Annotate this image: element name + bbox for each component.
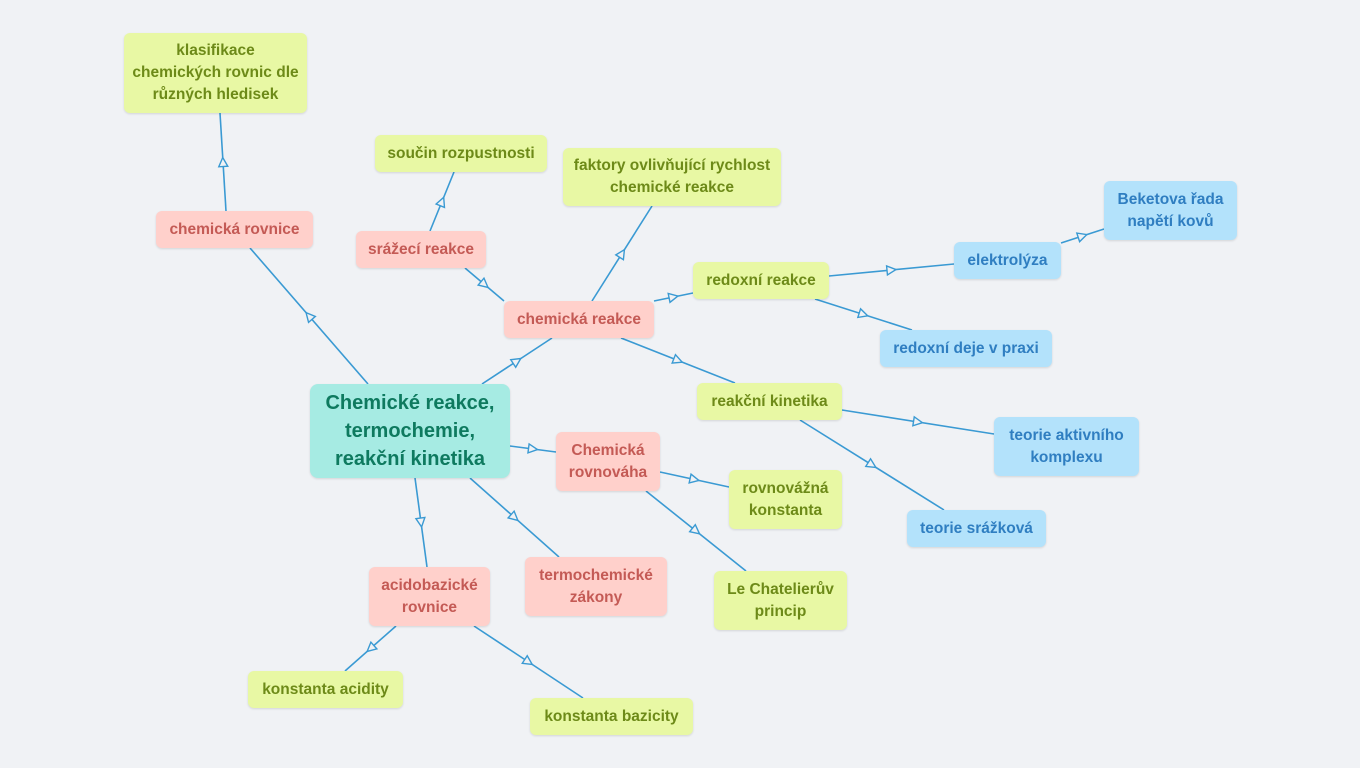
- root-topic[interactable]: Chemické reakce, termochemie, reakční ki…: [310, 384, 510, 478]
- arrow-head-icon: [864, 457, 878, 469]
- topic-soucin-rozpustnosti[interactable]: součin rozpustnosti: [375, 135, 547, 172]
- arrow-head-icon: [614, 248, 626, 261]
- topic-acidobazicke-rovnice[interactable]: acidobazické rovnice: [369, 567, 490, 626]
- topic-chemicka-rovnovaha[interactable]: Chemická rovnováha: [556, 432, 660, 491]
- topic-beketova-rada[interactable]: Beketova řada napětí kovů: [1104, 181, 1237, 240]
- topic-srazeci-reakce[interactable]: srážecí reakce: [356, 231, 486, 268]
- topic-chemicka-rovnice[interactable]: chemická rovnice: [156, 211, 313, 248]
- arrow-head-icon: [509, 357, 523, 369]
- topic-redoxni-reakce[interactable]: redoxní reakce: [693, 262, 829, 299]
- arrow-head-icon: [217, 155, 229, 168]
- topic-redoxni-deje-v-praxi[interactable]: redoxní deje v praxi: [880, 330, 1052, 367]
- arrow-head-icon: [671, 353, 684, 364]
- topic-faktory[interactable]: faktory ovlivňující rychlost chemické re…: [563, 148, 781, 206]
- arrow-head-icon: [476, 276, 490, 289]
- topic-teorie-srazkova[interactable]: teorie srážková: [907, 510, 1046, 547]
- arrow-head-icon: [527, 442, 540, 454]
- topic-le-chatelieruv-princip[interactable]: Le Chatelierův princip: [714, 571, 847, 630]
- topic-termochemicke-zakony[interactable]: termochemické zákony: [525, 557, 667, 616]
- arrow-head-icon: [688, 472, 701, 484]
- arrow-head-icon: [667, 292, 680, 304]
- arrow-head-icon: [506, 509, 520, 522]
- topic-elektrolyza[interactable]: elektrolýza: [954, 242, 1061, 279]
- arrow-head-icon: [414, 516, 426, 529]
- arrow-head-icon: [1075, 232, 1089, 243]
- arrow-head-icon: [365, 640, 379, 653]
- topic-reakcni-kinetika[interactable]: reakční kinetika: [697, 383, 842, 420]
- topic-klasifikace[interactable]: klasifikace chemických rovnic dle různýc…: [124, 33, 307, 113]
- topic-konstanta-bazicity[interactable]: konstanta bazicity: [530, 698, 693, 735]
- arrow-head-icon: [521, 654, 534, 666]
- topic-konstanta-acidity[interactable]: konstanta acidity: [248, 671, 403, 708]
- arrow-head-icon: [885, 264, 898, 277]
- topic-chemicka-reakce[interactable]: chemická reakce: [504, 301, 654, 338]
- topic-teorie-aktivniho-komplexu[interactable]: teorie aktivního komplexu: [994, 417, 1139, 476]
- arrow-head-icon: [911, 415, 924, 427]
- arrow-head-icon: [305, 311, 317, 324]
- arrow-head-icon: [688, 523, 701, 535]
- topic-rovnovazna-konstanta[interactable]: rovnovážná konstanta: [729, 470, 842, 529]
- arrow-head-icon: [856, 307, 870, 319]
- arrow-head-icon: [434, 195, 446, 209]
